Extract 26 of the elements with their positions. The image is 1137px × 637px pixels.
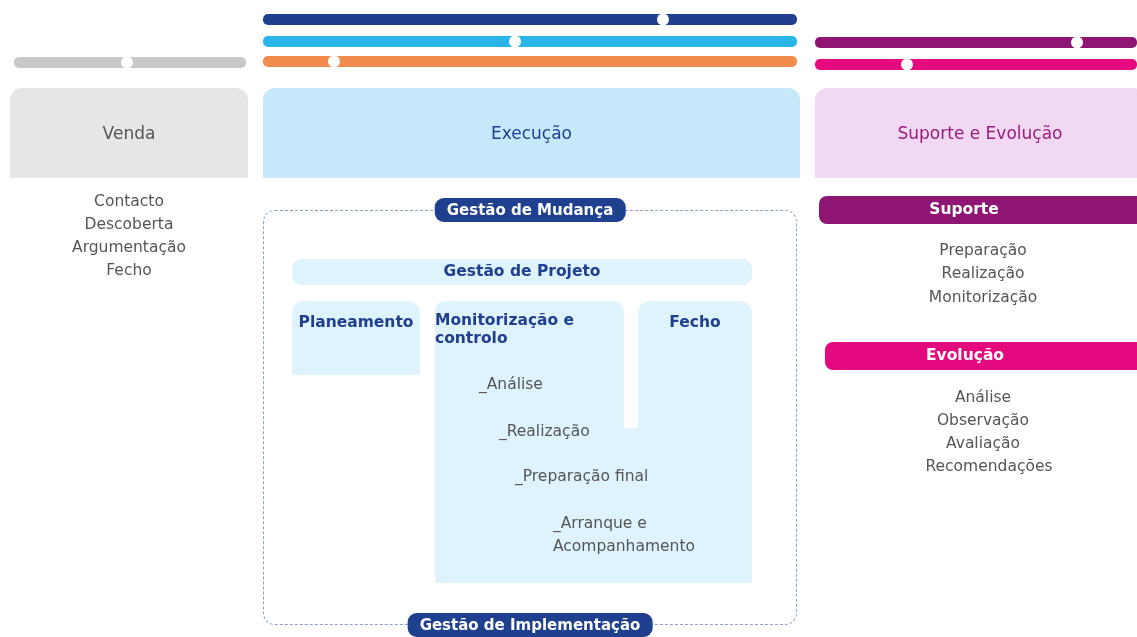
- list-item: Análise: [954, 388, 1012, 406]
- list-item: Preparação: [939, 241, 1027, 259]
- list-item: Avaliação: [946, 434, 1020, 452]
- step-text: _Arranque e Acompanhamento: [553, 513, 696, 557]
- section-pill: Gestão de Mudança: [434, 198, 626, 222]
- list-item: Monitorização: [928, 288, 1038, 306]
- step-text: _Análise: [479, 375, 543, 393]
- section-pill: Gestão de Implementação: [407, 613, 653, 637]
- list-item: Observação: [936, 411, 1030, 429]
- phase-box: Planeamento: [292, 301, 420, 375]
- list-item: Descoberta: [84, 215, 174, 233]
- step-text: _Realização: [499, 422, 590, 440]
- header-bar: Gestão de Projeto: [292, 259, 752, 285]
- phase-box: Fecho: [638, 301, 752, 428]
- section-pill: Evolução: [825, 342, 1137, 370]
- phase-header: Suporte e Evolução: [815, 88, 1137, 178]
- section-pill: Suporte: [819, 196, 1137, 224]
- list-item: Contacto: [94, 192, 164, 210]
- step-text: _Preparação final: [515, 467, 649, 485]
- list-item: Fecho: [106, 261, 152, 279]
- phase-heading: Monitorização e controlo: [435, 311, 576, 347]
- list-item: Argumentação: [72, 238, 186, 256]
- phase-header: Execução: [263, 88, 800, 178]
- list-item: Realização: [941, 264, 1025, 282]
- list-item: Recomendações: [925, 457, 1053, 475]
- phase-header: Venda: [10, 88, 248, 178]
